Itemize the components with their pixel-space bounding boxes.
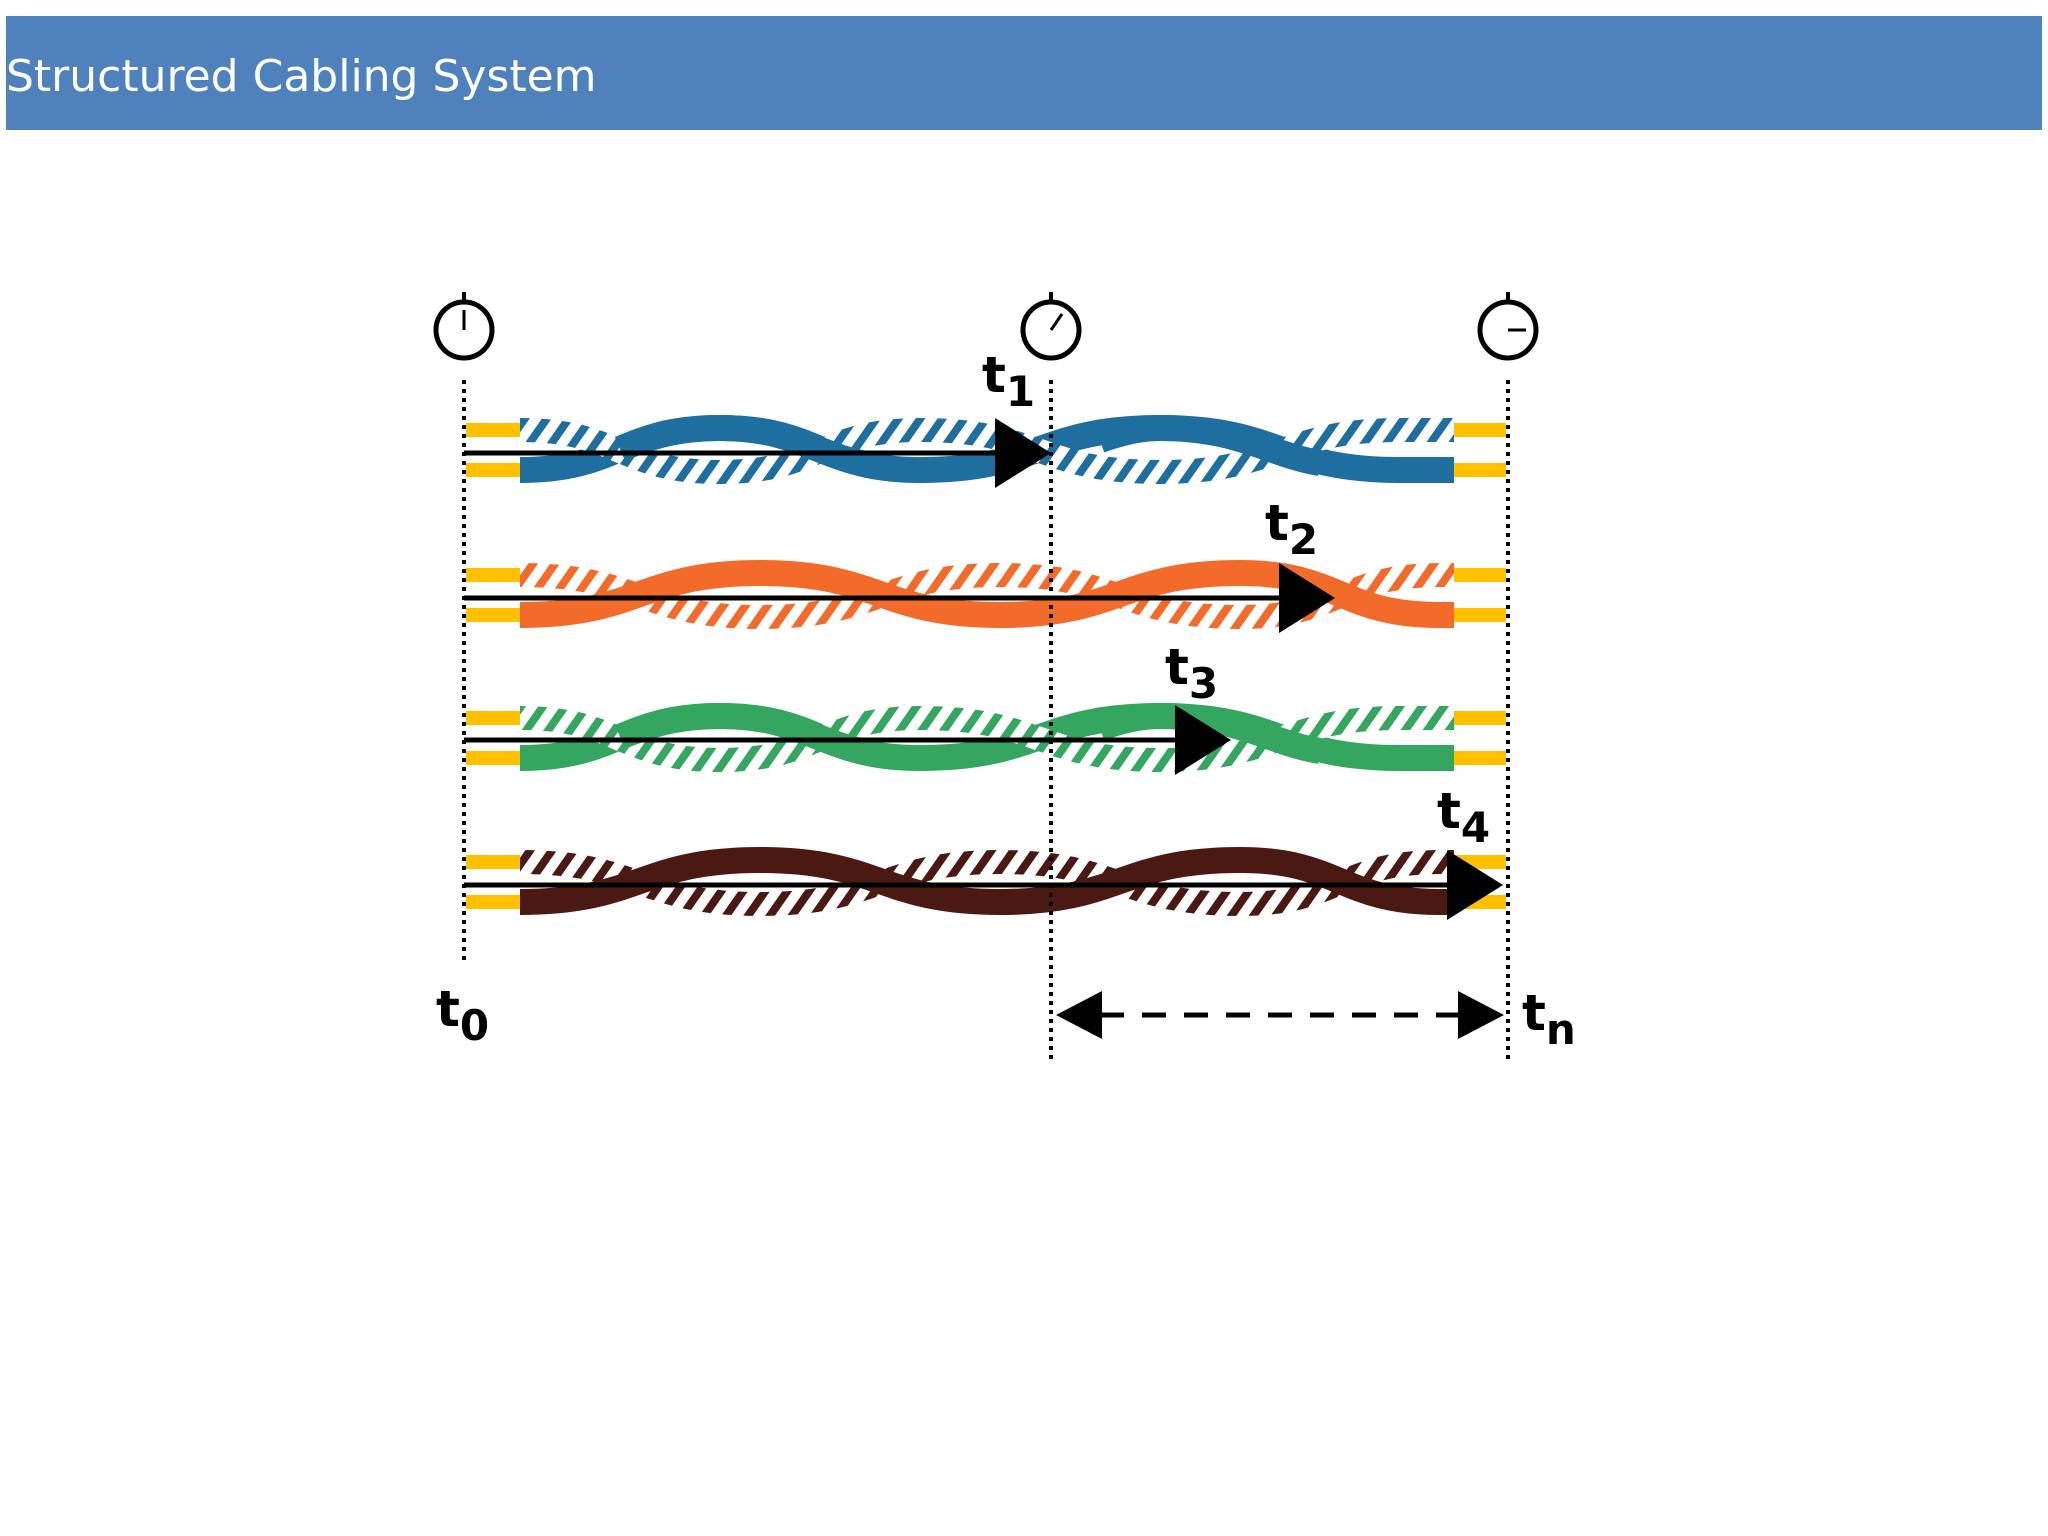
label-tn: tn (1522, 984, 1576, 1054)
connector-left-top (466, 855, 522, 869)
slide-title: Structured Cabling System (6, 51, 597, 102)
solid-wire (519, 559, 1454, 629)
cable-pair-2-orange (466, 559, 1506, 630)
cable-pair-1-blue (466, 414, 1506, 485)
label-t1: t1 (982, 346, 1035, 416)
signal-arrow-pair-4 (464, 850, 1503, 920)
delay-skew-arrow (1056, 991, 1504, 1039)
stopwatch-icon (433, 292, 495, 361)
connector-right-bottom (1454, 463, 1506, 477)
connector-left-top (466, 568, 522, 582)
label-t0: t0 (436, 980, 489, 1050)
title-bar: Structured Cabling System (6, 16, 2042, 130)
label-t2: t2 (1265, 494, 1318, 564)
connector-right-top (1454, 568, 1506, 582)
connector-left-bottom (466, 895, 522, 909)
connector-right-top (1454, 423, 1506, 437)
signal-arrow-pair-1 (464, 418, 1051, 488)
connector-left-bottom (466, 463, 522, 477)
solid-wire-front (1095, 414, 1323, 476)
connector-right-bottom (1454, 608, 1506, 622)
solid-wire (519, 846, 1454, 916)
striped-wire (519, 849, 1454, 917)
connector-right-bottom (1454, 751, 1506, 765)
label-t3: t3 (1165, 638, 1218, 708)
signal-arrow-pair-2 (464, 563, 1335, 633)
signal-arrow-pair-3 (464, 705, 1231, 775)
connector-left-bottom (466, 608, 522, 622)
stopwatch-icon (1477, 292, 1539, 361)
connector-left-top (466, 711, 522, 725)
cable-pair-4-brown (466, 846, 1506, 917)
label-t4: t4 (1437, 782, 1490, 852)
stopwatch-icon (1020, 292, 1082, 361)
solid-wire-front (614, 702, 882, 767)
connector-left-bottom (466, 751, 522, 765)
solid-wire-front (614, 414, 882, 479)
connector-right-top (1454, 711, 1506, 725)
connector-left-top (466, 423, 522, 437)
cable-pair-3-green (466, 702, 1506, 773)
